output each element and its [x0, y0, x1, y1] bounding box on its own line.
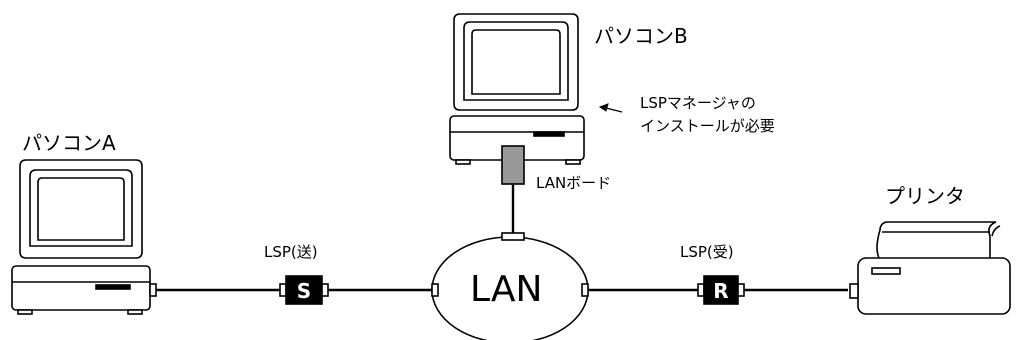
lan-board-label: LANボード: [536, 176, 611, 191]
receiver-letter: R: [709, 281, 733, 301]
printer-label: プリンタ: [885, 186, 965, 206]
lsp-sender-label: LSP(送): [264, 245, 318, 260]
pc-a-label: パソコンA: [22, 133, 116, 153]
printer-device: [850, 222, 1010, 314]
sender-letter: S: [292, 281, 316, 301]
pc-b-label: パソコンB: [594, 26, 688, 46]
lan-label: LAN: [470, 272, 542, 308]
pc-a-computer: [12, 160, 156, 314]
pc-b-computer: [450, 14, 584, 164]
arrow-icon: [600, 104, 608, 111]
pc-b-note-line2: インストールが必要: [640, 119, 775, 134]
pc-b-note-line1: LSPマネージャの: [640, 96, 756, 111]
lsp-receiver-label: LSP(受): [680, 245, 734, 260]
lan-board: [502, 146, 524, 184]
